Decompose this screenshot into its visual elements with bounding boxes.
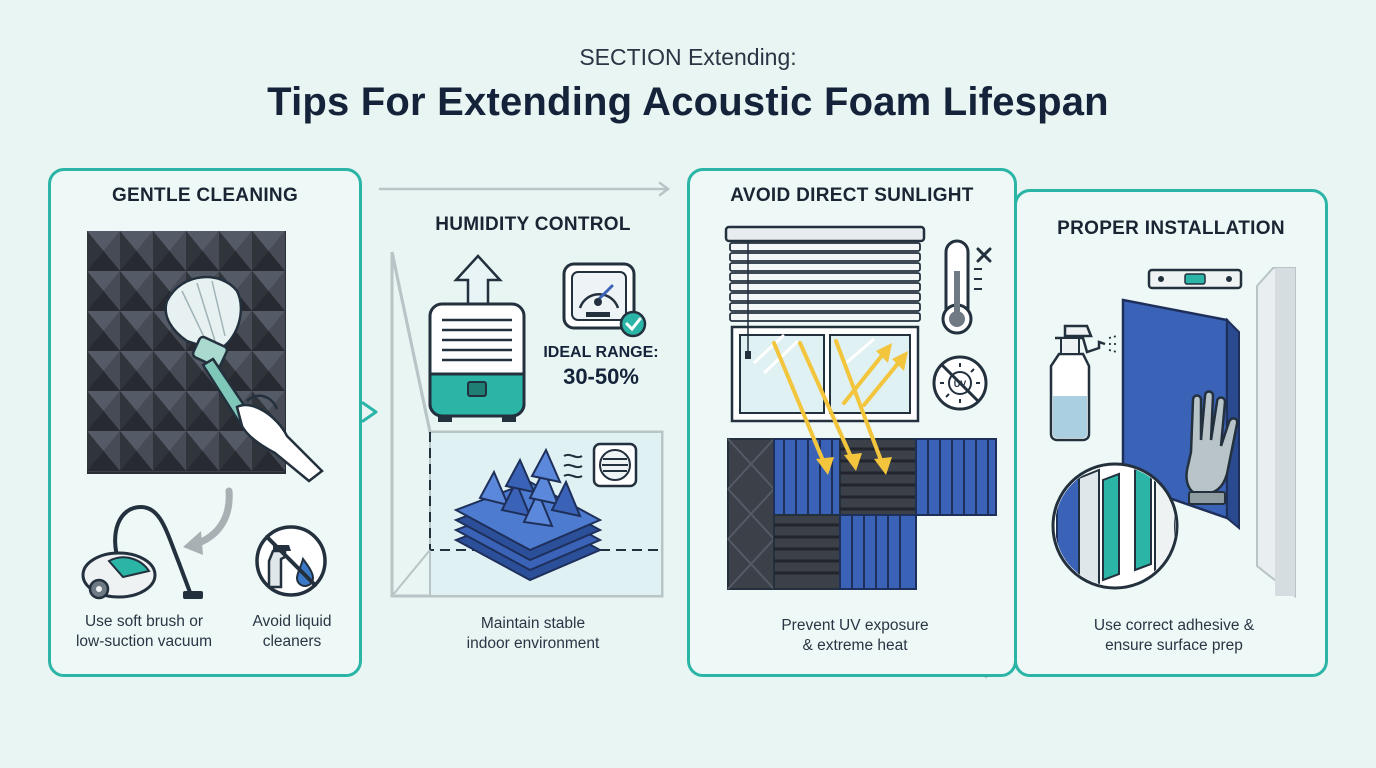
thermometer-icon: [941, 239, 992, 335]
spirit-level-icon: [1147, 268, 1243, 290]
panel-humidity-control: HUMIDITY CONTROL: [378, 200, 688, 670]
panel-proper-installation: PROPER INSTALLATION: [1014, 189, 1328, 677]
uv-label: UV: [954, 379, 967, 389]
panel-title: GENTLE CLEANING: [111, 185, 299, 206]
gloved-hand-icon: [1185, 390, 1239, 505]
panel-title: AVOID DIRECT SUNLIGHT: [730, 185, 974, 206]
adhesive-closeup-icon: [1051, 462, 1179, 590]
caption-prevent-uv: Prevent UV exposure & extreme heat: [781, 617, 929, 654]
vacuum-cleaner-icon: [81, 504, 203, 600]
mixed-foam-wall: [727, 438, 997, 590]
ideal-range-value: 30-50%: [563, 364, 639, 389]
room-dehumidifier-illustration: [390, 251, 664, 598]
air-vent-icon: [563, 442, 638, 488]
foam-panel-brush-illustration: [87, 231, 324, 483]
caption-avoid-liquid: Avoid liquid cleaners: [252, 613, 332, 650]
uv-rays-icon: [772, 339, 908, 475]
curved-arrow-icon: [183, 487, 233, 555]
panel-avoid-sunlight: AVOID DIRECT SUNLIGHT: [687, 168, 1017, 677]
hygrometer-gauge-icon: [562, 262, 647, 338]
no-liquid-cleaners-icon: [255, 525, 327, 597]
window-blinds-sunlight-illustration: UV: [724, 225, 997, 590]
panel-title: HUMIDITY CONTROL: [435, 214, 631, 235]
page-title: Tips For Extending Acoustic Foam Lifespa…: [267, 80, 1109, 124]
no-uv-icon: UV: [932, 355, 988, 411]
blue-foam-stack-icon: [453, 447, 603, 582]
installation-illustration: [1049, 267, 1296, 599]
spray-bottle-icon: [1049, 324, 1119, 442]
caption-correct-adhesive: Use correct adhesive & ensure surface pr…: [1093, 617, 1255, 654]
panel-title: PROPER INSTALLATION: [1057, 218, 1285, 239]
dehumidifier-icon: [428, 302, 526, 422]
panel-gentle-cleaning: GENTLE CLEANING: [48, 168, 362, 677]
section-kicker: SECTION Extending:: [579, 44, 797, 70]
caption-stable-environment: Maintain stable indoor environment: [466, 615, 600, 652]
soft-brush-icon: [164, 275, 324, 483]
ideal-range-label: IDEAL RANGE:: [543, 344, 659, 361]
caption-soft-brush: Use soft brush or low-suction vacuum: [75, 613, 213, 650]
